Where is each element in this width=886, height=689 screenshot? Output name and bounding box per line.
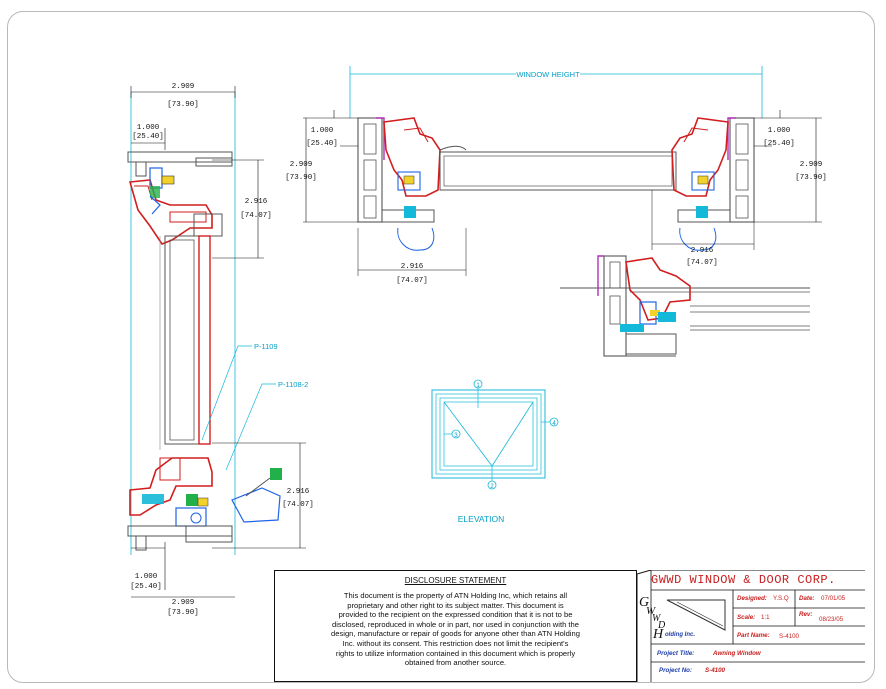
top-depth-in: 2.916 (245, 198, 268, 206)
bottom-width-in: 2.909 (172, 599, 195, 607)
project-no-label: Project No: (659, 667, 693, 674)
designed-label: Designed: (737, 595, 767, 602)
hsec-left-offset-mm: [25.40] (306, 140, 338, 148)
mullion-detail (560, 255, 810, 357)
designed-value: Y.S.Q (773, 595, 789, 602)
horizontal-section: WINDOW HEIGHT (285, 66, 827, 285)
hsec-right-width-mm: [74.07] (686, 259, 718, 267)
callout-p1109: P-1109 (254, 342, 278, 351)
top-width-in: 2.909 (172, 83, 195, 91)
bottom-depth-in: 2.916 (287, 488, 310, 496)
disclosure-body: This document is the property of ATN Hol… (301, 591, 610, 668)
rev-label: Rev: (799, 611, 813, 618)
disclosure-statement: DISCLOSURE STATEMENT This document is th… (274, 570, 637, 682)
hsec-left-width-mm: [74.07] (396, 277, 428, 285)
logo-letter: H (652, 627, 664, 642)
top-depth-mm: [74.07] (240, 212, 272, 220)
project-title-label: Project Title: (657, 650, 695, 657)
date-label: Date: (799, 595, 815, 602)
window-height-label: WINDOW HEIGHT (516, 70, 580, 79)
hsec-left-offset-in: 1.000 (311, 127, 334, 135)
elev-mark-1: 1 (476, 383, 480, 389)
callout-p1108: P-1108-2 (278, 380, 308, 389)
hsec-right-depth-mm: [73.90] (795, 174, 827, 182)
hsec-left-width-in: 2.916 (401, 263, 424, 271)
company-name: GWWD WINDOW & DOOR CORP. (651, 573, 836, 587)
disclosure-line: provided to the recipient on the express… (338, 610, 573, 620)
project-no-value: S-4100 (705, 667, 725, 674)
part-name-value: S-4100 (779, 633, 799, 640)
logo-letter: G (639, 595, 649, 610)
disclosure-line: proprietary and other right to its subje… (347, 600, 564, 610)
project-title-value: Awning Window (713, 650, 761, 657)
top-width-mm: [73.90] (167, 101, 199, 109)
disclosure-title: DISCLOSURE STATEMENT (404, 576, 507, 585)
scale-value: 1:1 (761, 614, 770, 621)
hsec-right-offset-in: 1.000 (768, 127, 791, 135)
bottom-width-mm: [73.90] (167, 609, 199, 617)
bottom-depth-mm: [74.07] (282, 501, 314, 509)
bottom-offset-in: 1.000 (135, 573, 158, 581)
disclosure-line: Inc. without its consent. This restricti… (342, 638, 569, 648)
scale-label: Scale: (737, 614, 756, 621)
bottom-offset-mm: [25.40] (130, 583, 162, 591)
hsec-right-width-in: 2.916 (691, 247, 714, 255)
logo-letter: D (657, 620, 666, 631)
vertical-section: 2.909 [73.90] 1.000 [25.40] 2.916 [74.07… (127, 83, 314, 617)
hsec-left-depth-in: 2.909 (290, 161, 313, 169)
disclosure-line: design, manufacture or repair of goods f… (331, 629, 580, 639)
disclosure-line: rights to utilize information contained … (335, 648, 576, 658)
elev-mark-3: 3 (454, 433, 458, 439)
hsec-right-offset-mm: [25.40] (763, 140, 795, 148)
logo-letter: W (646, 605, 656, 617)
disclosure-line: obtained from another source. (404, 658, 507, 668)
title-block-lines: G W W D H olding Inc. (637, 570, 865, 682)
disclosure-line: This document is the property of ATN Hol… (343, 591, 568, 600)
elevation-view: 1 2 3 4 ELEVATION (431, 379, 559, 524)
elevation-label: ELEVATION (458, 514, 504, 524)
logo-letter: W (652, 613, 662, 624)
date-value: 07/01/05 (821, 595, 846, 602)
part-name-label: Part Name: (737, 632, 770, 639)
top-offset-in: 1.000 (137, 124, 160, 132)
title-block: G W W D H olding Inc. GWWD WINDOW & DOOR… (637, 570, 865, 682)
rev-value: 08/23/05 (819, 616, 844, 623)
disclosure-line: disclosed, reproduced in whole or in par… (332, 619, 579, 629)
elev-mark-2: 2 (490, 484, 494, 490)
elev-mark-4: 4 (552, 421, 556, 427)
logo-subtitle: olding Inc. (665, 632, 695, 638)
hsec-left-depth-mm: [73.90] (285, 174, 317, 182)
top-offset-mm: [25.40] (132, 133, 164, 141)
hsec-right-depth-in: 2.909 (800, 161, 823, 169)
